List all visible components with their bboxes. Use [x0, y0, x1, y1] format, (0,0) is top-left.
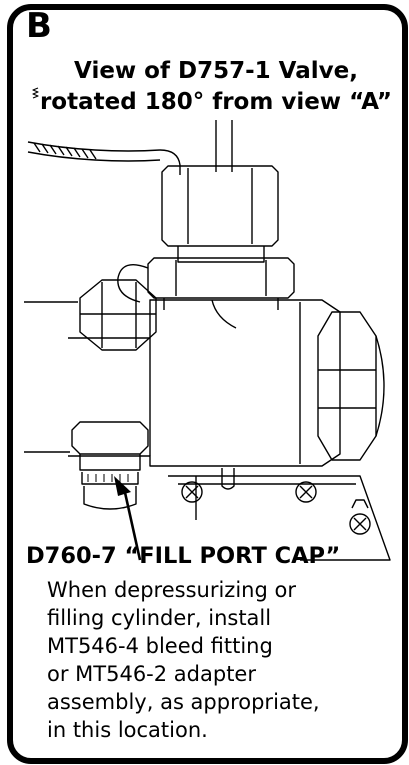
note-line: When depressurizing or	[47, 578, 296, 602]
note-line: or MT546-2 adapter	[47, 662, 256, 686]
note-line: assembly, as appropriate,	[47, 690, 320, 714]
view-title-line-2: rotated 180° from view “A”	[39, 89, 393, 115]
valve-body	[68, 299, 341, 467]
mounting-bracket	[168, 468, 391, 561]
upper-hex-plug	[79, 279, 157, 351]
left-stubs	[24, 301, 78, 453]
top-hex-fitting	[161, 165, 279, 263]
right-end-cap	[317, 311, 385, 461]
jam-nut	[147, 257, 295, 310]
bracket-screws	[181, 481, 371, 535]
note-line: MT546-4 bleed fitting	[47, 634, 273, 658]
callout-arrow	[114, 476, 142, 561]
fill-port-cap	[71, 421, 149, 510]
part-label: D760-7 “FILL PORT CAP”	[26, 543, 341, 569]
top-tube	[215, 120, 233, 172]
braided-hose	[27, 141, 181, 175]
spring-squiggle	[32, 87, 39, 99]
callout-note: When depressurizing or filling cylinder,…	[47, 576, 320, 744]
side-loop	[117, 264, 149, 303]
note-line: filling cylinder, install	[47, 606, 272, 630]
panel-border	[7, 4, 408, 764]
view-title-line-1: View of D757-1 Valve,	[74, 58, 358, 84]
note-line: in this location.	[47, 718, 208, 742]
panel-letter: B	[26, 6, 52, 46]
